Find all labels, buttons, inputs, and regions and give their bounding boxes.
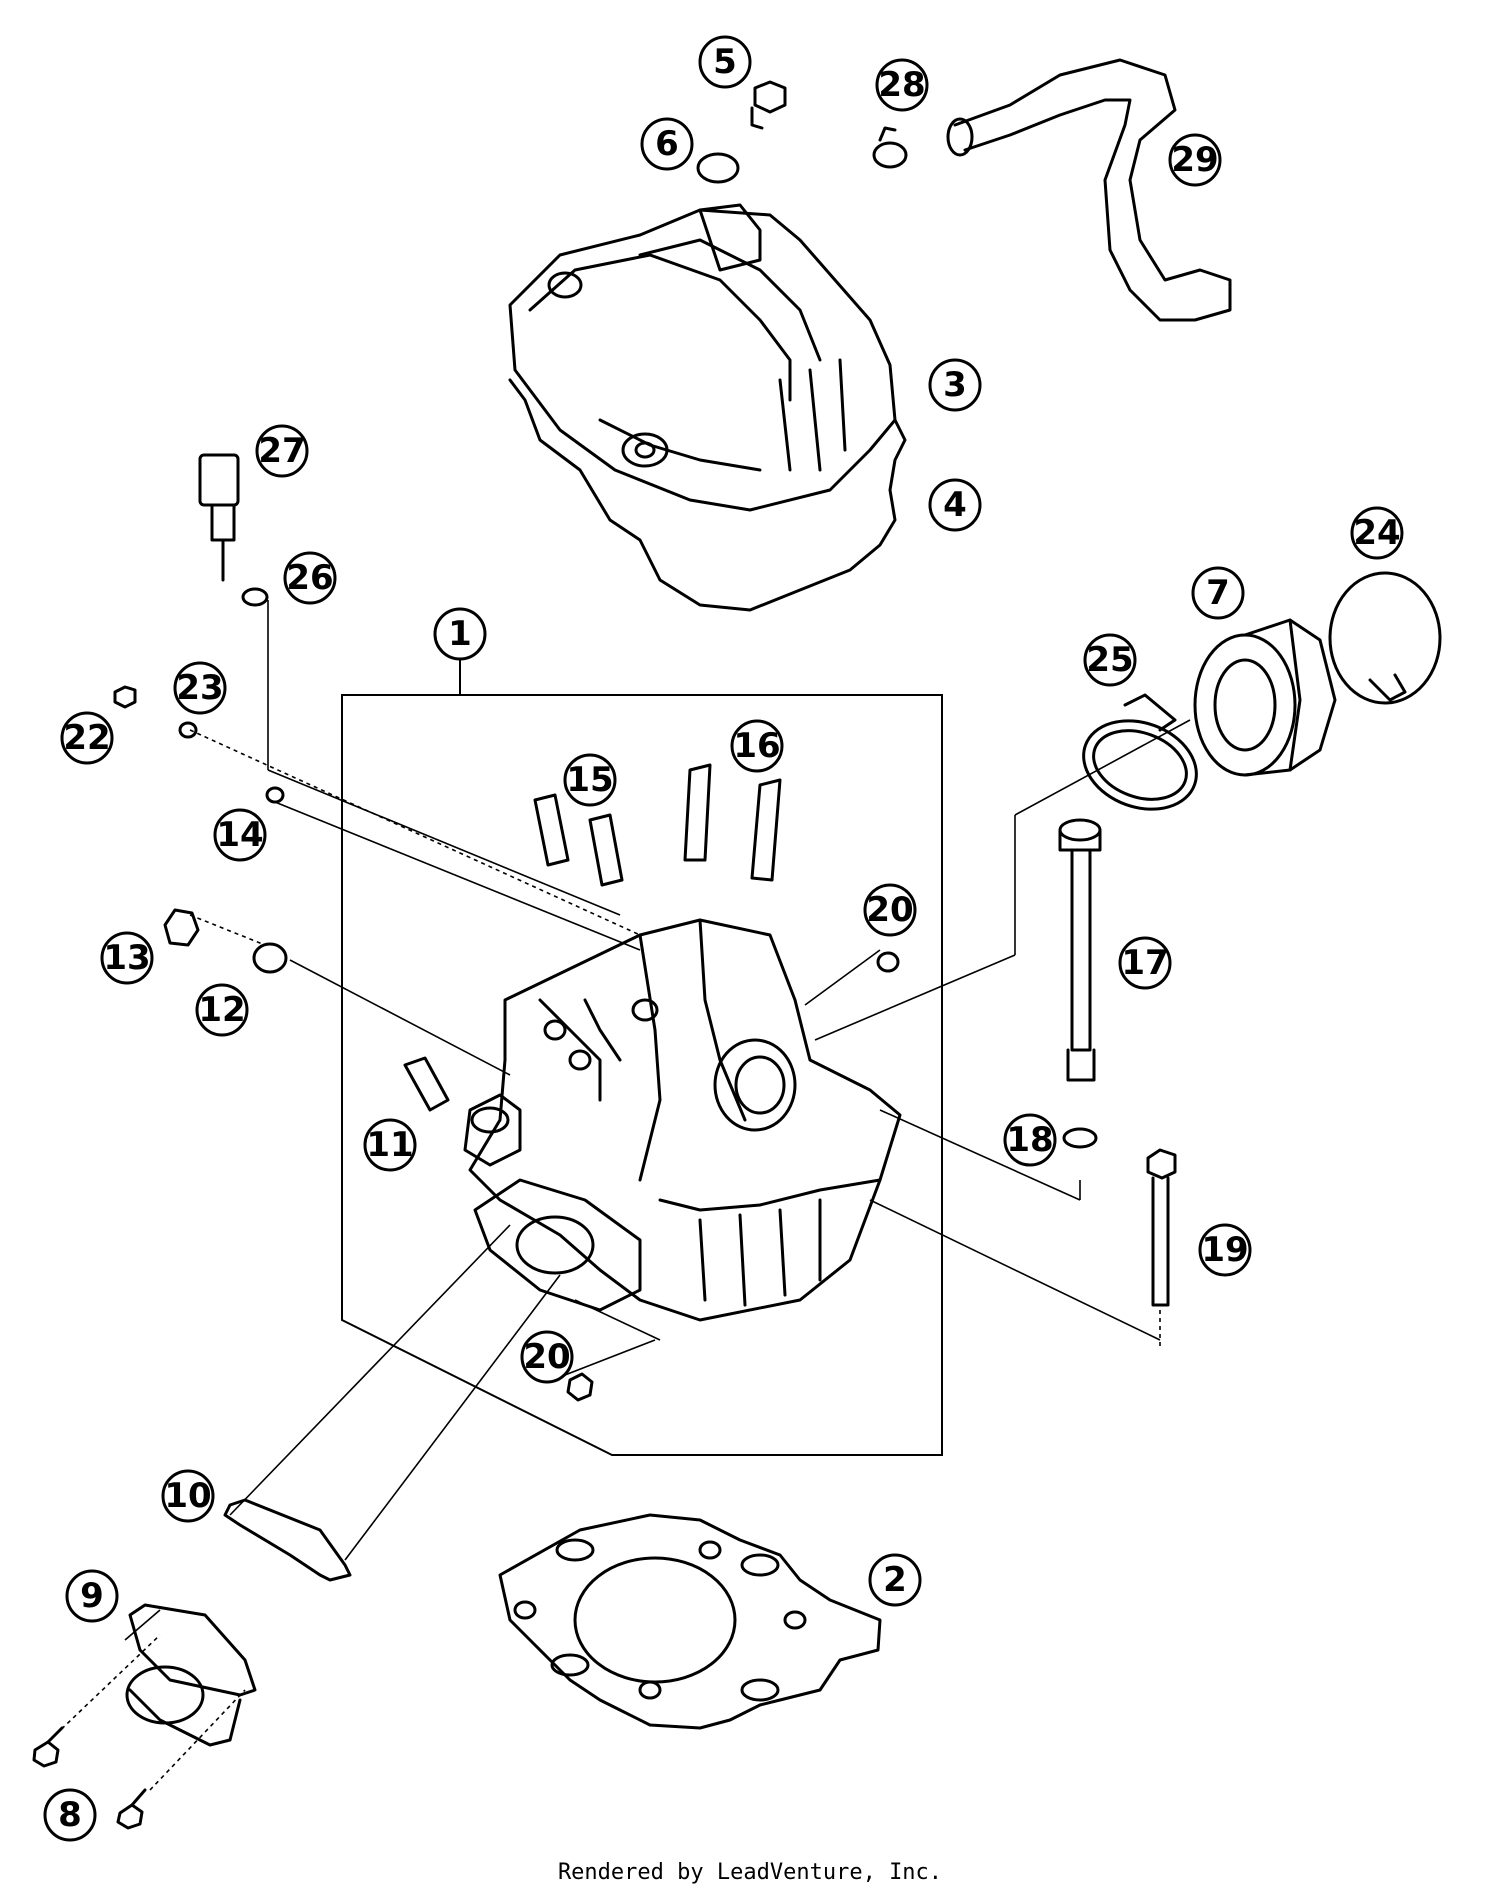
callout-12: 12 — [195, 983, 249, 1037]
valve-guides — [533, 763, 782, 887]
svg-text:11: 11 — [366, 1125, 413, 1165]
callout-27: 27 — [255, 424, 309, 478]
callout-10: 10 — [161, 1469, 215, 1523]
gasket-10 — [223, 1498, 352, 1582]
valve-cover — [508, 203, 897, 512]
intake-boot — [1193, 618, 1337, 777]
callout-14: 14 — [213, 808, 267, 862]
valve-cover-gasket — [508, 378, 907, 612]
plug-23 — [178, 721, 198, 739]
callout-8: 8 — [43, 1788, 97, 1842]
callout-19: 19 — [1198, 1223, 1252, 1277]
washer-6 — [696, 152, 740, 184]
clamp-24 — [1328, 571, 1442, 705]
svg-text:20: 20 — [866, 890, 913, 930]
callout-18: 18 — [1003, 1113, 1057, 1167]
dowel-11 — [403, 1056, 450, 1112]
svg-text:1: 1 — [448, 614, 472, 654]
plug-13 — [163, 908, 200, 947]
washer-18 — [1062, 1127, 1098, 1149]
cylinder-head — [463, 918, 902, 1322]
callout-29: 29 — [1168, 133, 1222, 187]
svg-text:6: 6 — [655, 124, 679, 164]
washer-26 — [241, 587, 269, 607]
svg-text:2: 2 — [883, 1560, 907, 1600]
footer-credit: Rendered by LeadVenture, Inc. — [557, 1860, 943, 1885]
intake-flange — [125, 1603, 257, 1747]
clamp-25 — [1082, 693, 1198, 811]
clamp-28 — [872, 126, 908, 169]
callout-11: 11 — [363, 1118, 417, 1172]
plug-20-top — [876, 951, 900, 973]
hose-end — [946, 117, 974, 157]
callout-1: 1 — [433, 607, 487, 661]
svg-text:27: 27 — [258, 431, 305, 471]
callout-20-top: 20 — [863, 883, 917, 937]
bolts-8 — [32, 1726, 147, 1830]
assembly-bracket — [341, 633, 943, 1456]
svg-text:5: 5 — [713, 42, 737, 82]
callout-4: 4 — [928, 478, 982, 532]
svg-text:4: 4 — [943, 485, 967, 525]
svg-text:22: 22 — [63, 718, 110, 758]
callout-7: 7 — [1191, 566, 1245, 620]
breather-hose — [953, 58, 1232, 322]
plug-14 — [265, 786, 285, 804]
svg-text:18: 18 — [1006, 1120, 1053, 1160]
callout-16: 16 — [730, 719, 784, 773]
svg-text:12: 12 — [198, 990, 245, 1030]
svg-text:26: 26 — [286, 558, 333, 598]
svg-text:3: 3 — [943, 365, 967, 405]
svg-text:28: 28 — [878, 65, 925, 105]
callout-5: 5 — [698, 35, 752, 89]
oring-12 — [252, 942, 288, 974]
callout-3: 3 — [928, 358, 982, 412]
callout-13: 13 — [100, 931, 154, 985]
callout-26: 26 — [283, 551, 337, 605]
callout-15: 15 — [563, 753, 617, 807]
head-gasket — [498, 1513, 882, 1730]
plug-20-bottom — [566, 1372, 594, 1402]
svg-text:7: 7 — [1206, 573, 1230, 613]
callout-6: 6 — [640, 117, 694, 171]
svg-text:9: 9 — [80, 1576, 104, 1616]
svg-text:16: 16 — [733, 726, 780, 766]
svg-text:25: 25 — [1086, 640, 1133, 680]
callout-2: 2 — [868, 1553, 922, 1607]
callout-25: 25 — [1083, 633, 1137, 687]
svg-text:23: 23 — [176, 668, 223, 708]
callout-24: 24 — [1350, 506, 1404, 560]
svg-text:20: 20 — [523, 1337, 570, 1377]
bolt-17 — [1058, 818, 1102, 1082]
callout-28: 28 — [875, 58, 929, 112]
svg-text:19: 19 — [1201, 1230, 1248, 1270]
callout-23: 23 — [173, 661, 227, 715]
svg-text:8: 8 — [58, 1795, 82, 1835]
svg-text:15: 15 — [566, 760, 613, 800]
svg-text:14: 14 — [216, 815, 263, 855]
callout-20-bottom: 20 — [520, 1330, 574, 1384]
sensor-27 — [198, 453, 240, 582]
svg-text:17: 17 — [1121, 943, 1168, 983]
plug-22 — [113, 685, 137, 709]
bolt-5 — [750, 80, 787, 130]
svg-text:13: 13 — [103, 938, 150, 978]
bolt-19 — [1146, 1148, 1177, 1307]
svg-text:24: 24 — [1353, 513, 1400, 553]
leader-lines — [49, 600, 1191, 1791]
svg-text:29: 29 — [1171, 140, 1218, 180]
callout-17: 17 — [1118, 936, 1172, 990]
svg-text:10: 10 — [164, 1476, 211, 1516]
callout-9: 9 — [65, 1569, 119, 1623]
callout-22: 22 — [60, 711, 114, 765]
